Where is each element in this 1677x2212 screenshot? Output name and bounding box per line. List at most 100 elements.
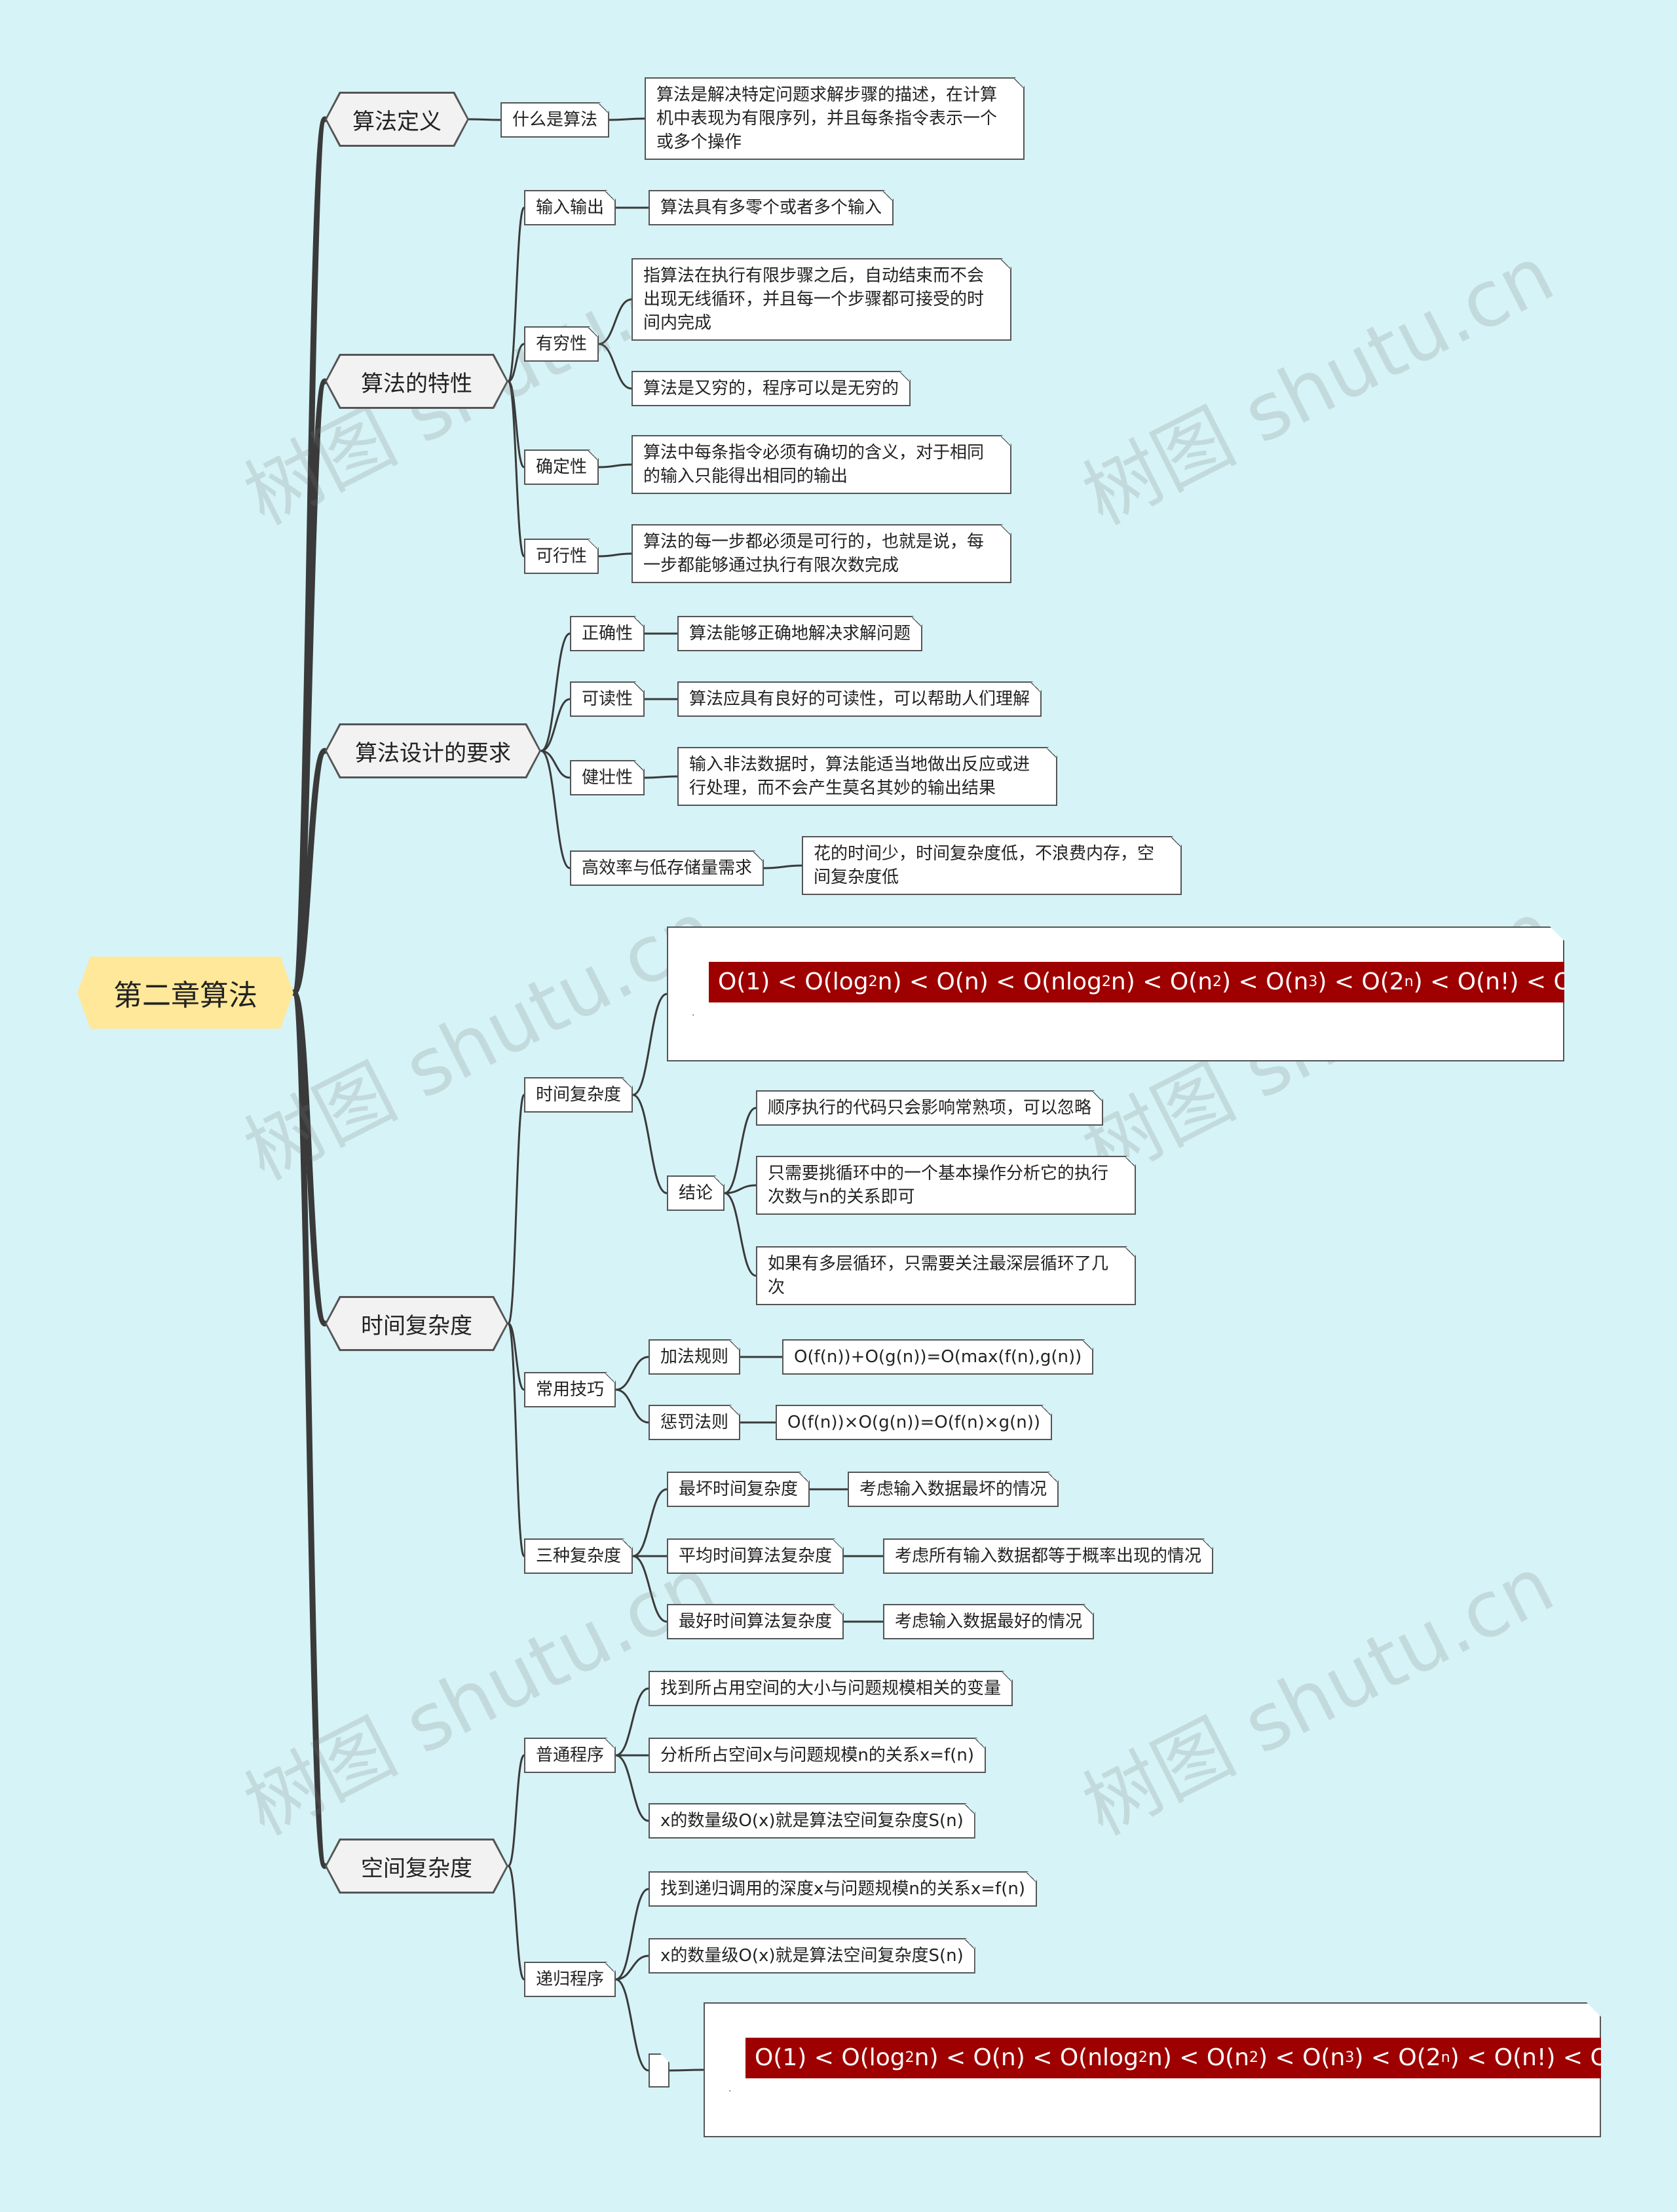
connector xyxy=(614,1388,650,1424)
connector xyxy=(723,1192,757,1277)
branch-design-requirements[interactable]: 算法设计的要求 xyxy=(325,723,541,778)
connector xyxy=(507,1094,525,1325)
node-readability-text[interactable]: 算法应具有良好的可读性，可以帮助人们理解 xyxy=(677,681,1042,717)
node-multiplication-rule-formula[interactable]: O(f(n))×O(g(n))=O(f(n)×g(n)) xyxy=(776,1405,1052,1440)
connector xyxy=(507,1322,525,1557)
node-normal-program-text-1[interactable]: 找到所占用空间的大小与问题规模相关的变量 xyxy=(649,1671,1013,1706)
connector xyxy=(290,748,328,996)
node-input-output-text[interactable]: 算法具有多零个或者多个输入 xyxy=(649,190,894,225)
node-feasibility-text[interactable]: 算法的每一步都必须是可行的，也就是说，每 一步都能够通过执行有限次数完成 xyxy=(631,524,1011,583)
connector xyxy=(723,1184,757,1194)
node-finiteness-text-1[interactable]: 指算法在执行有限步骤之后，自动结束而不会 出现无线循环，并且每一个步骤都可接受的… xyxy=(631,258,1011,341)
dot-mark: . xyxy=(692,1008,695,1018)
node-algorithm-definition-text[interactable]: 算法是解决特定问题求解步骤的描述，在计算 机中表现为有限序列，并且每条指令表示一… xyxy=(645,77,1025,160)
connector xyxy=(608,117,646,121)
connector xyxy=(290,989,328,1869)
root-topic[interactable]: 第二章算法 xyxy=(77,957,293,1029)
node-determinism[interactable]: 确定性 xyxy=(524,449,599,485)
node-common-tips[interactable]: 常用技巧 xyxy=(524,1372,616,1407)
connector xyxy=(290,378,328,996)
connector xyxy=(507,343,525,383)
connector xyxy=(643,775,679,779)
node-average-case-text[interactable]: 考虑所有输入数据都等于概率出现的情况 xyxy=(883,1538,1213,1574)
node-normal-program-text-2[interactable]: 分析所占空间x与问题规模n的关系x=f(n) xyxy=(649,1738,986,1773)
node-correctness[interactable]: 正确性 xyxy=(570,616,645,651)
node-what-is-algorithm[interactable]: 什么是算法 xyxy=(500,102,609,138)
branch-algorithm-properties[interactable]: 算法的特性 xyxy=(325,354,508,409)
node-recursive-program-text-2[interactable]: x的数量级O(x)就是算法空间复杂度S(n) xyxy=(649,1938,975,1974)
connector xyxy=(507,380,525,558)
node-multiplication-rule[interactable]: 惩罚法则 xyxy=(649,1405,740,1440)
connector xyxy=(723,1107,757,1194)
node-conclusion[interactable]: 结论 xyxy=(667,1175,725,1211)
connector xyxy=(540,750,571,779)
node-efficiency-text[interactable]: 花的时间少，时间复杂度低，不浪费内存，空 间复杂度低 xyxy=(802,836,1182,895)
connector xyxy=(507,1322,525,1391)
node-efficiency[interactable]: 高效率与低存储量需求 xyxy=(570,850,764,886)
node-time-complexity[interactable]: 时间复杂度 xyxy=(524,1077,633,1113)
connector xyxy=(468,118,502,121)
empty-topic[interactable] xyxy=(649,2053,669,2088)
node-three-complexities[interactable]: 三种复杂度 xyxy=(524,1538,633,1574)
node-normal-program[interactable]: 普通程序 xyxy=(524,1738,616,1773)
node-worst-case-text[interactable]: 考虑输入数据最坏的情况 xyxy=(848,1472,1059,1507)
node-recursive-program[interactable]: 递归程序 xyxy=(524,1962,616,1997)
branch-label: 算法设计的要求 xyxy=(327,725,539,776)
connector xyxy=(631,993,668,1096)
connector xyxy=(507,1754,525,1867)
connector xyxy=(631,1488,668,1557)
node-recursive-program-text-1[interactable]: 找到递归调用的深度x与问题规模n的关系x=f(n) xyxy=(649,1871,1037,1907)
branch-time-complexity[interactable]: 时间复杂度 xyxy=(325,1296,508,1351)
node-correctness-text[interactable]: 算法能够正确地解决求解问题 xyxy=(677,616,922,651)
node-addition-rule-formula[interactable]: O(f(n))+O(g(n))=O(max(f(n),g(n)) xyxy=(782,1339,1093,1375)
connector xyxy=(597,343,633,390)
node-robustness[interactable]: 健壮性 xyxy=(570,760,645,795)
node-best-case-text[interactable]: 考虑输入数据最好的情况 xyxy=(883,1604,1094,1639)
node-input-output[interactable]: 输入输出 xyxy=(524,190,616,225)
connector xyxy=(540,750,571,869)
connector xyxy=(614,1754,650,1822)
connector xyxy=(614,1687,650,1757)
node-addition-rule[interactable]: 加法规则 xyxy=(649,1339,740,1375)
connector xyxy=(614,1978,650,2072)
connector xyxy=(507,1865,525,1981)
branch-label: 时间复杂度 xyxy=(327,1298,506,1349)
dot-mark: . xyxy=(728,2084,732,2094)
connector xyxy=(597,298,633,345)
connector xyxy=(614,1356,650,1391)
node-feasibility[interactable]: 可行性 xyxy=(524,539,599,574)
connector xyxy=(631,1555,668,1623)
connector xyxy=(763,864,803,869)
node-conclusion-text-3[interactable]: 如果有多层循环，只需要关注最深层循环了几 次 xyxy=(756,1246,1136,1305)
connector xyxy=(540,632,571,752)
branch-label: 算法的特性 xyxy=(327,356,506,407)
branch-label: 算法定义 xyxy=(327,94,467,145)
node-readability[interactable]: 可读性 xyxy=(570,681,645,717)
node-determinism-text[interactable]: 算法中每条指令必须有确切的含义，对于相同 的输入只能得出相同的输出 xyxy=(631,435,1011,494)
node-conclusion-text-1[interactable]: 顺序执行的代码只会影响常熟项，可以忽略 xyxy=(756,1090,1103,1126)
connector xyxy=(614,1955,650,1981)
node-robustness-text[interactable]: 输入非法数据时，算法能适当地做出反应或进 行处理，而不会产生莫名其妙的输出结果 xyxy=(677,747,1057,806)
branch-space-complexity[interactable]: 空间复杂度 xyxy=(325,1839,508,1894)
node-worst-case[interactable]: 最坏时间复杂度 xyxy=(667,1472,810,1507)
node-conclusion-text-2[interactable]: 只需要挑循环中的一个基本操作分析它的执行 次数与n的关系即可 xyxy=(756,1156,1136,1215)
connector xyxy=(507,206,525,383)
branch-algorithm-definition[interactable]: 算法定义 xyxy=(325,92,469,147)
connector xyxy=(597,463,633,468)
branch-label: 空间复杂度 xyxy=(327,1840,506,1892)
node-finiteness-text-2[interactable]: 算法是又穷的，程序可以是无穷的 xyxy=(631,371,911,406)
node-best-case[interactable]: 最好时间算法复杂度 xyxy=(667,1604,844,1639)
connector xyxy=(614,1888,650,1981)
connector xyxy=(540,698,571,752)
connector xyxy=(597,552,633,558)
node-normal-program-text-3[interactable]: x的数量级O(x)就是算法空间复杂度S(n) xyxy=(649,1803,975,1839)
node-finiteness[interactable]: 有穷性 xyxy=(524,326,599,362)
connector xyxy=(631,1094,668,1194)
node-average-case[interactable]: 平均时间算法复杂度 xyxy=(667,1538,844,1574)
